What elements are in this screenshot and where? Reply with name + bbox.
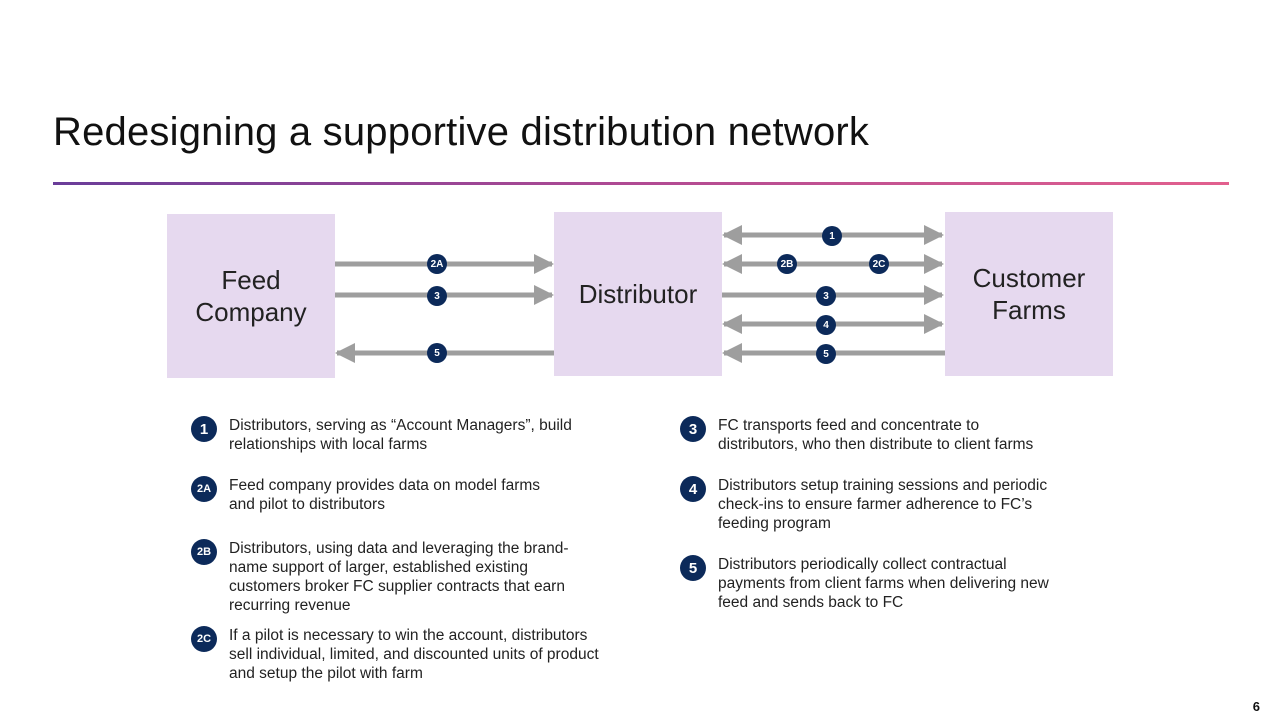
arrow-badge-5: 5 [816, 344, 836, 364]
legend-line: Distributors setup training sessions and… [718, 477, 1048, 494]
node-label-line: Distributor [578, 279, 698, 309]
node-label-line: Company [195, 297, 307, 327]
arrow-badge-3: 3 [427, 286, 447, 306]
legend-text: Distributors, serving as “Account Manage… [229, 416, 572, 454]
arrow-badge-3: 3 [816, 286, 836, 306]
node-label-line: Customer [972, 263, 1086, 293]
legend-badge: 1 [191, 416, 217, 442]
legend-line: Feed company provides data on model farm… [229, 477, 541, 494]
legend-badge: 2A [191, 476, 217, 502]
legend-line: Distributors, serving as “Account Manage… [229, 417, 572, 434]
node-label-line: Feed [221, 265, 281, 295]
legend-line: Distributors periodically collect contra… [718, 556, 1007, 573]
legend-badge: 3 [680, 416, 706, 442]
legend-text: Distributors periodically collect contra… [718, 555, 1049, 612]
title-underline [53, 182, 1229, 185]
legend-line: feeding program [718, 515, 831, 532]
legend-line: and pilot to distributors [229, 496, 385, 513]
arrow-badge-4: 4 [816, 315, 836, 335]
arrow-badge-5: 5 [427, 343, 447, 363]
legend-text: FC transports feed and concentrate to di… [718, 416, 1033, 454]
legend-line: payments from client farms when deliveri… [718, 575, 1049, 592]
legend-line: and setup the pilot with farm [229, 665, 423, 682]
arrow-badge-2a: 2A [427, 254, 447, 274]
legend-line: FC transports feed and concentrate to [718, 417, 980, 434]
node-label-line: Farms [992, 295, 1066, 325]
node-customer-farms: Customer Farms [945, 212, 1113, 376]
legend-text: If a pilot is necessary to win the accou… [229, 626, 599, 683]
legend-badge: 5 [680, 555, 706, 581]
legend-line: If a pilot is necessary to win the accou… [229, 627, 588, 644]
legend-line: name support of larger, established exis… [229, 559, 528, 576]
arrow-badge-2c: 2C [869, 254, 889, 274]
node-feed-company: Feed Company [167, 214, 335, 378]
legend-text: Distributors, using data and leveraging … [229, 539, 568, 615]
legend-text: Distributors setup training sessions and… [718, 476, 1047, 533]
legend-text: Feed company provides data on model farm… [229, 476, 540, 514]
legend-badge: 2C [191, 626, 217, 652]
legend-line: recurring revenue [229, 597, 351, 614]
legend-line: sell individual, limited, and discounted… [229, 646, 599, 663]
legend-line: distributors, who then distribute to cli… [718, 436, 1034, 453]
slide-title: Redesigning a supportive distribution ne… [53, 110, 870, 154]
legend-line: Distributors, using data and leveraging … [229, 540, 569, 557]
arrow-badge-2b: 2B [777, 254, 797, 274]
legend-line: relationships with local farms [229, 436, 428, 453]
legend-line: feed and sends back to FC [718, 594, 904, 611]
legend-line: check-ins to ensure farmer adherence to … [718, 496, 1033, 513]
legend-badge: 4 [680, 476, 706, 502]
legend-line: customers broker FC supplier contracts t… [229, 578, 565, 595]
page-number: 6 [1252, 699, 1260, 714]
node-distributor: Distributor [554, 212, 722, 376]
legend-badge: 2B [191, 539, 217, 565]
arrow-badge-1: 1 [822, 226, 842, 246]
